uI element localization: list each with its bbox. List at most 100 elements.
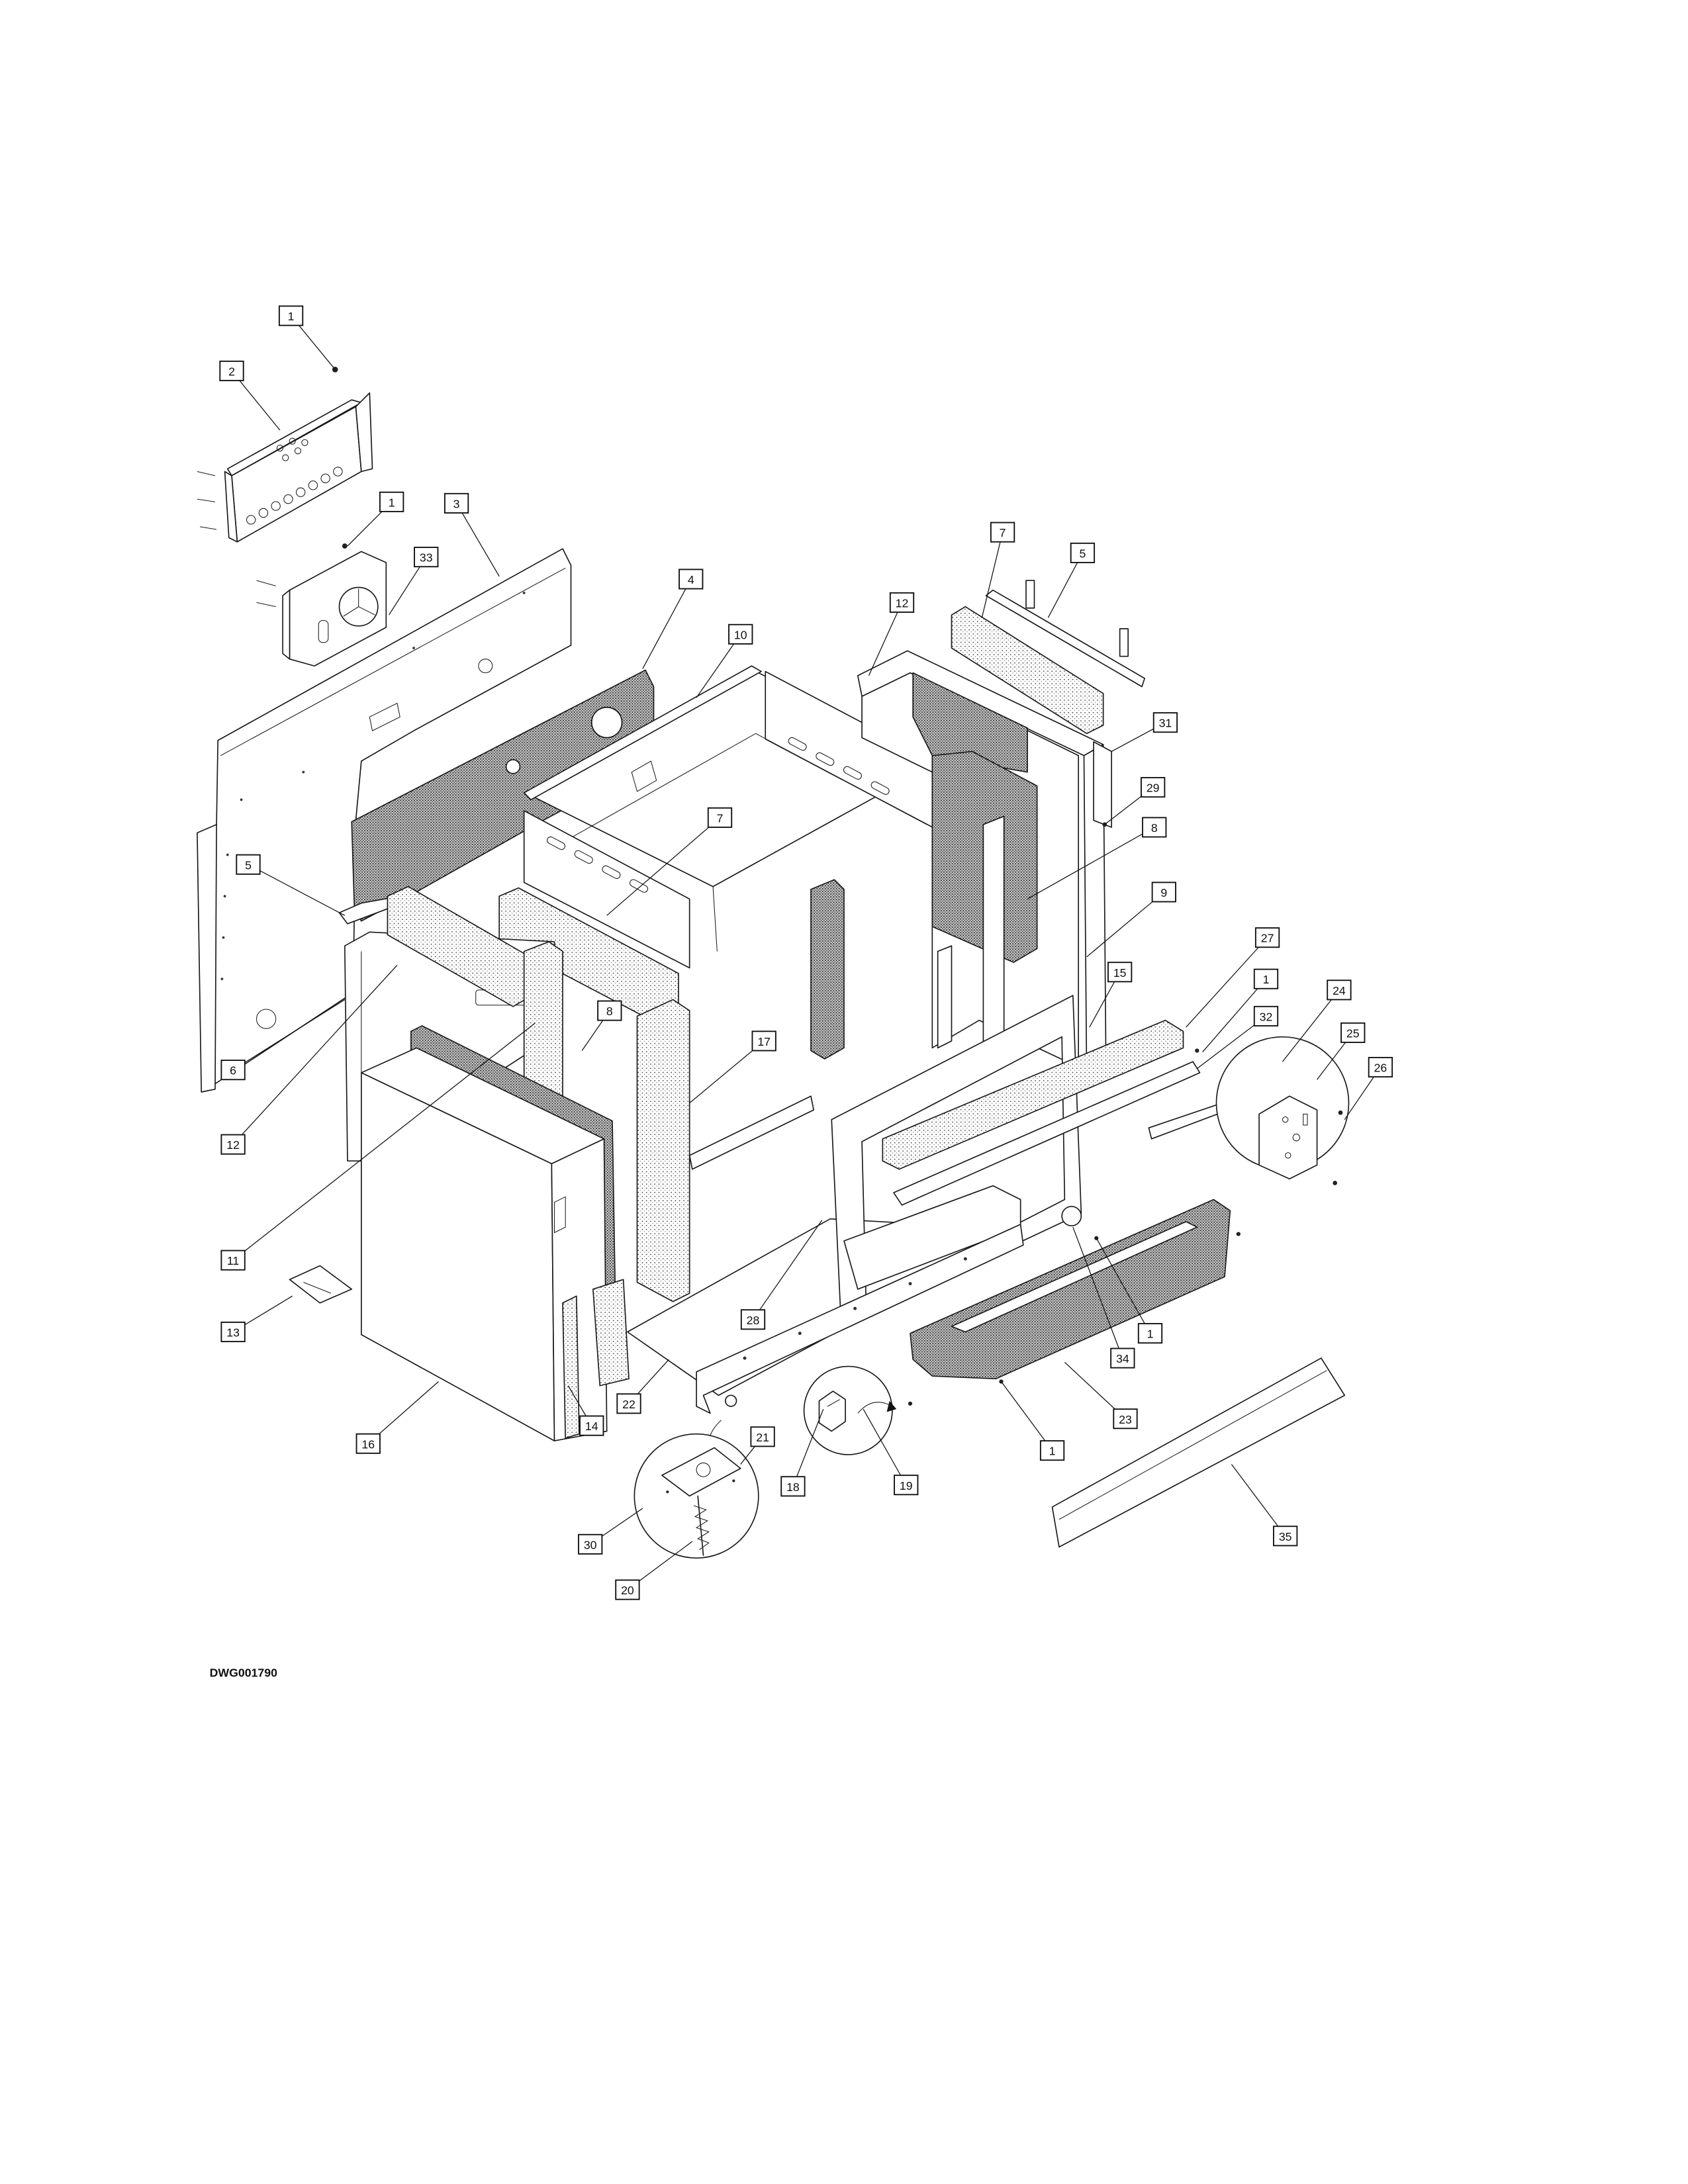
callout-box xyxy=(751,1030,776,1052)
callout-number: 6 xyxy=(230,1064,236,1077)
callout-number: 17 xyxy=(757,1035,771,1048)
callout-29: 28 xyxy=(740,1309,766,1330)
screw-icon xyxy=(197,367,348,549)
callout-17: 27 xyxy=(1254,927,1280,948)
callout-25: 26 xyxy=(1368,1056,1393,1078)
center-post xyxy=(810,879,845,1060)
callout-11: 31 xyxy=(1152,712,1178,733)
callout-number: 8 xyxy=(1151,821,1158,835)
callout-number: 26 xyxy=(1374,1062,1387,1075)
callout-box xyxy=(1253,1005,1279,1026)
callout-39: 18 xyxy=(780,1476,806,1497)
callout-box xyxy=(379,491,404,512)
callout-number: 3 xyxy=(453,497,460,510)
rear-left-panel xyxy=(197,548,572,1093)
callout-number: 29 xyxy=(1147,782,1160,795)
callout-38: 16 xyxy=(355,1433,381,1454)
trim-strip xyxy=(1051,1357,1346,1548)
insulation-post xyxy=(636,999,690,1302)
callout-18: 1 xyxy=(1253,968,1279,989)
leader-line xyxy=(1072,1226,1123,1359)
callout-number: 28 xyxy=(747,1314,760,1327)
callout-box xyxy=(615,1579,640,1600)
callout-2: 2 xyxy=(219,360,244,381)
callout-number: 16 xyxy=(361,1437,375,1451)
door-panel xyxy=(361,1047,608,1441)
callout-box xyxy=(750,1426,775,1447)
callout-box xyxy=(220,1134,246,1155)
top-trim-bar xyxy=(985,580,1145,688)
callout-number: 24 xyxy=(1333,984,1346,997)
callout-number: 21 xyxy=(756,1431,769,1444)
leader-line xyxy=(232,999,346,1071)
callout-41: 30 xyxy=(578,1533,603,1555)
callout-box xyxy=(679,569,704,590)
callout-number: 31 xyxy=(1159,717,1172,730)
callout-box xyxy=(444,492,469,514)
callout-number: 7 xyxy=(1000,526,1006,539)
callout-number: 8 xyxy=(606,1005,613,1018)
callout-number: 20 xyxy=(621,1584,634,1597)
leader-line xyxy=(863,1408,907,1486)
callout-22: 32 xyxy=(1253,1005,1279,1026)
callout-box xyxy=(220,1060,246,1081)
leader-line xyxy=(232,964,398,1145)
callout-number: 27 xyxy=(1261,932,1274,945)
callout-box xyxy=(1368,1056,1393,1078)
callout-box xyxy=(1254,927,1280,948)
kick-panel xyxy=(910,1199,1231,1380)
callout-number: 15 xyxy=(1113,966,1127,979)
callout-number: 12 xyxy=(226,1138,240,1152)
callout-3: 1 xyxy=(379,491,404,512)
leader-line xyxy=(752,1220,823,1320)
callout-box xyxy=(579,1415,604,1436)
callout-9: 12 xyxy=(889,592,915,613)
callout-6: 4 xyxy=(679,569,704,590)
callout-13: 7 xyxy=(707,807,733,828)
callout-box xyxy=(1039,1440,1065,1461)
control-panel xyxy=(224,392,373,543)
callout-number: 30 xyxy=(584,1538,597,1551)
callout-15: 5 xyxy=(236,854,261,875)
callout-box xyxy=(355,1433,381,1454)
callout-number: 32 xyxy=(1260,1010,1273,1023)
callout-12: 29 xyxy=(1141,777,1166,798)
callout-box xyxy=(780,1476,806,1497)
callout-number: 23 xyxy=(1119,1413,1132,1426)
callout-14: 8 xyxy=(1142,817,1167,838)
callout-20: 24 xyxy=(1327,979,1352,1001)
callout-number: 7 xyxy=(717,811,724,825)
callout-36: 23 xyxy=(1113,1408,1138,1430)
callout-number: 9 xyxy=(1160,886,1167,899)
callout-box xyxy=(894,1475,919,1496)
leader-line xyxy=(1282,989,1340,1062)
callout-box xyxy=(889,592,915,613)
callout-number: 22 xyxy=(622,1398,635,1411)
callout-number: 5 xyxy=(1079,547,1086,560)
callout-box xyxy=(220,1250,246,1271)
leader-line xyxy=(456,503,500,577)
detail-leveling-foot xyxy=(633,1420,759,1559)
callout-number: 4 xyxy=(688,573,694,586)
callout-37: 21 xyxy=(750,1426,775,1447)
leader-line xyxy=(1186,937,1268,1028)
callout-number: 19 xyxy=(900,1479,913,1492)
callout-box xyxy=(236,854,261,875)
callout-19: 15 xyxy=(1107,962,1133,983)
callout-1: 1 xyxy=(278,305,304,326)
callout-number: 12 xyxy=(896,596,909,610)
callout-26: 6 xyxy=(220,1060,246,1081)
callout-box xyxy=(707,807,733,828)
callout-box xyxy=(1110,1347,1135,1369)
leader-line xyxy=(981,532,1004,618)
callout-box xyxy=(740,1309,766,1330)
callout-16: 9 xyxy=(1151,882,1176,903)
callout-30: 1 xyxy=(1137,1323,1163,1344)
lower-rail xyxy=(893,1061,1201,1206)
callout-number: 25 xyxy=(1346,1026,1360,1040)
callout-42: 35 xyxy=(1273,1525,1298,1547)
base-post xyxy=(592,1279,630,1387)
callout-8: 5 xyxy=(1070,542,1096,563)
leader-line xyxy=(1000,1381,1053,1451)
detail-hinge-plate xyxy=(1148,1036,1350,1185)
